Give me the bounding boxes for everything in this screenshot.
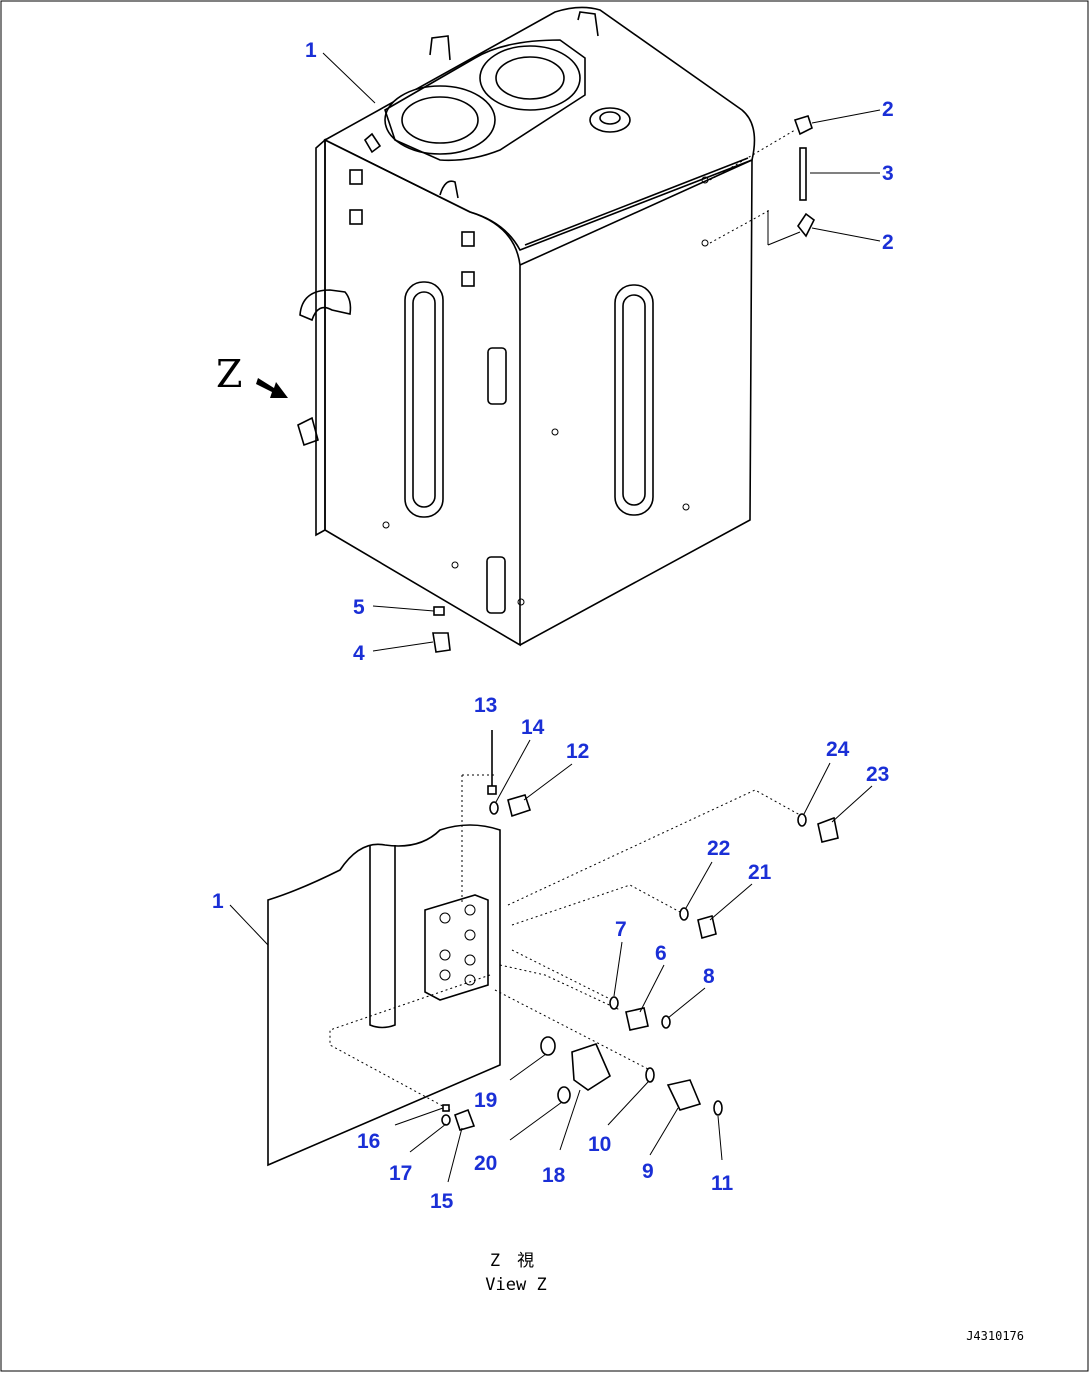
- callout-17: 17: [389, 1162, 412, 1185]
- callout-2-upper: 2: [882, 98, 894, 121]
- oring-24: [797, 813, 807, 827]
- callout-15: 15: [430, 1190, 454, 1213]
- drawing-code: J4310176: [966, 1329, 1024, 1343]
- sight-tube: [799, 147, 807, 201]
- valve-18: [571, 1043, 612, 1091]
- drain-seal: [433, 606, 445, 616]
- oring-19: [540, 1036, 556, 1056]
- callout-2-lower: 2: [882, 231, 894, 254]
- callout-12: 12: [566, 740, 589, 763]
- view-arrow-icon: [256, 378, 288, 398]
- callout-22: 22: [707, 837, 730, 860]
- oring-7: [609, 996, 619, 1010]
- callout-10: 10: [588, 1133, 611, 1156]
- callout-18: 18: [542, 1164, 566, 1187]
- oring-22: [679, 907, 689, 921]
- oring-13: [487, 785, 497, 795]
- manifold-block: [424, 894, 489, 1001]
- view-caption-jp: Z 視: [490, 1251, 534, 1271]
- port-upper: [479, 45, 581, 111]
- plug-15: [453, 1108, 476, 1131]
- view-letter: Z: [216, 352, 242, 396]
- oring-20: [557, 1086, 571, 1104]
- callout-7: 7: [615, 918, 627, 941]
- callout-6: 6: [655, 942, 667, 965]
- oring-8: [661, 1015, 671, 1029]
- sight-gauge-right: [614, 284, 654, 516]
- plug-21: [697, 914, 717, 940]
- oring-17: [441, 1114, 451, 1126]
- callout-leaders: [229, 52, 881, 1183]
- callout-13: 13: [474, 694, 497, 717]
- callout-21: 21: [748, 861, 772, 884]
- view-z-detail: [267, 774, 801, 1167]
- oring-14: [489, 801, 499, 815]
- callout-16: 16: [357, 1130, 380, 1153]
- oring-16: [442, 1104, 450, 1112]
- callout-19: 19: [474, 1089, 497, 1112]
- switch-9: [666, 1079, 702, 1111]
- callout-8: 8: [703, 965, 715, 988]
- callout-14: 14: [521, 716, 545, 739]
- plug-23: [817, 816, 839, 843]
- elbow-fitting-lower: [797, 212, 816, 238]
- view-caption-en: View Z: [485, 1275, 546, 1295]
- oring-10: [645, 1067, 655, 1083]
- callout-23: 23: [866, 763, 889, 786]
- callout-24: 24: [826, 738, 850, 761]
- callout-4: 4: [353, 642, 365, 665]
- callout-1-top: 1: [305, 39, 317, 62]
- callout-1-bottom: 1: [212, 890, 224, 913]
- drain-plug: [432, 632, 451, 653]
- callout-3: 3: [882, 162, 894, 185]
- callout-9: 9: [642, 1160, 654, 1183]
- breather-cap: [589, 107, 631, 133]
- sensor-6: [625, 1007, 649, 1031]
- callout-5: 5: [353, 596, 365, 619]
- elbow-fitting-upper: [793, 115, 813, 136]
- port-large: [384, 85, 496, 155]
- callout-11: 11: [711, 1172, 734, 1195]
- callout-20: 20: [474, 1152, 497, 1175]
- tank-assembly: [297, 6, 801, 647]
- sight-gauge-left: [404, 281, 444, 518]
- oring-11: [713, 1100, 723, 1116]
